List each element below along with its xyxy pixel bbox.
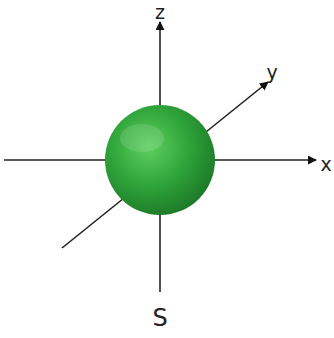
- s-orbital-sphere: [105, 105, 215, 215]
- y-axis: [62, 82, 268, 248]
- axis-label: y: [266, 63, 277, 82]
- sphere-highlight: [120, 124, 164, 152]
- axis-label: x: [320, 155, 331, 174]
- orbital-label: S: [152, 306, 167, 330]
- axis-label: z: [155, 3, 165, 22]
